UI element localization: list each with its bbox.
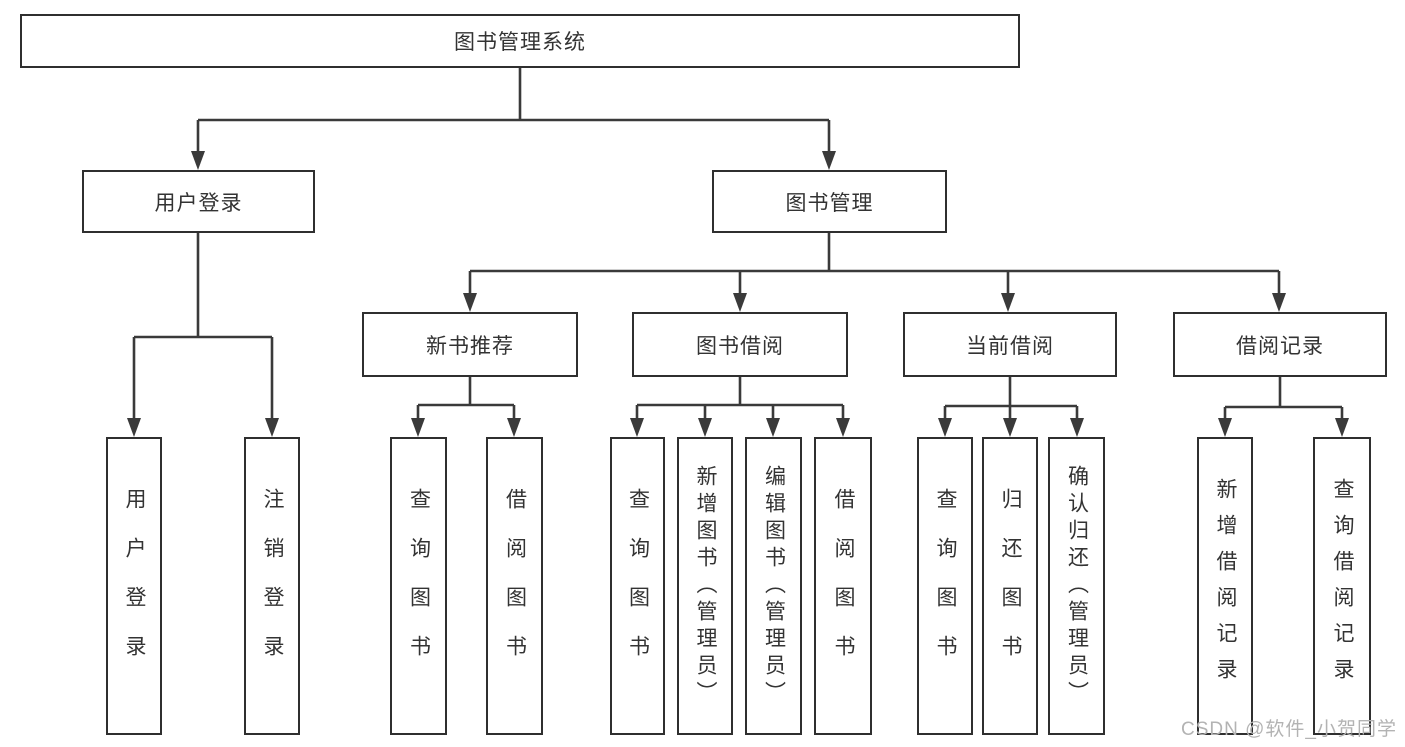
leaf-node-confirm-return-admin: 确认归还（管理员） xyxy=(1048,437,1105,735)
arrowhead xyxy=(463,293,477,312)
leaf-node-add-books-admin: 新增图书（管理员） xyxy=(677,437,733,735)
arrowhead xyxy=(1218,418,1232,437)
node-root: 图书管理系统 xyxy=(20,14,1020,68)
arrowhead xyxy=(630,418,644,437)
leaf-node-logout: 注销登录 xyxy=(244,437,300,735)
node-user-login: 用户登录 xyxy=(82,170,315,233)
arrowhead xyxy=(733,293,747,312)
leaf-node-query-books: 查询图书 xyxy=(610,437,665,735)
leaf-label: 归还图书 xyxy=(999,488,1022,684)
leaf-label: 新增图书（管理员） xyxy=(694,464,717,708)
leaf-node-return-books: 归还图书 xyxy=(982,437,1038,735)
connector-book-borrow-to-leaves xyxy=(635,377,845,419)
node-book-management-label: 图书管理 xyxy=(785,191,874,215)
arrowhead xyxy=(836,418,850,437)
arrowhead xyxy=(127,418,141,437)
node-user-login-label: 用户登录 xyxy=(154,191,243,215)
leaf-label: 注销登录 xyxy=(261,488,284,684)
node-current-borrow: 当前借阅 xyxy=(903,312,1117,377)
arrowhead xyxy=(191,151,205,170)
node-new-book-recommend-label: 新书推荐 xyxy=(426,334,514,358)
leaf-label: 编辑图书（管理员） xyxy=(762,464,786,708)
leaf-label: 确认归还（管理员） xyxy=(1065,464,1089,708)
leaf-node-borrow-books: 借阅图书 xyxy=(486,437,543,735)
leaf-label: 用户登录 xyxy=(123,488,146,684)
node-new-book-recommend: 新书推荐 xyxy=(362,312,578,377)
connector-book-management-to-sections xyxy=(468,233,1281,294)
node-book-management: 图书管理 xyxy=(712,170,947,233)
arrowhead xyxy=(698,418,712,437)
node-book-borrow-label: 图书借阅 xyxy=(696,334,784,358)
leaf-node-user-login: 用户登录 xyxy=(106,437,162,735)
leaf-node-query-books: 查询图书 xyxy=(390,437,447,735)
connector-borrow-records-to-leaves xyxy=(1223,377,1344,419)
arrowhead xyxy=(1003,418,1017,437)
leaf-node-borrow-books: 借阅图书 xyxy=(814,437,872,735)
arrowhead xyxy=(507,418,521,437)
leaf-label: 借阅图书 xyxy=(503,488,527,684)
node-borrow-records: 借阅记录 xyxy=(1173,312,1387,377)
node-book-borrow: 图书借阅 xyxy=(632,312,848,377)
leaf-node-add-borrow-record: 新增借阅记录 xyxy=(1197,437,1253,735)
leaf-label: 查询借阅记录 xyxy=(1331,478,1354,694)
node-root-label: 图书管理系统 xyxy=(454,31,586,54)
connector-root-to-level2 xyxy=(196,68,831,152)
watermark: CSDN @软件_小贺同学 xyxy=(1181,719,1397,740)
node-current-borrow-label: 当前借阅 xyxy=(966,334,1054,358)
arrowhead xyxy=(265,418,279,437)
arrowhead xyxy=(1272,293,1286,312)
arrowhead xyxy=(822,151,836,170)
connector-new-book-recommend-to-leaves xyxy=(416,377,516,419)
arrowhead xyxy=(938,418,952,437)
arrowhead xyxy=(411,418,425,437)
leaf-label: 查询图书 xyxy=(934,488,957,684)
leaf-node-query-borrow-record: 查询借阅记录 xyxy=(1313,437,1371,735)
leaf-label: 查询图书 xyxy=(626,488,650,684)
leaf-label: 新增借阅记录 xyxy=(1214,478,1237,694)
leaf-label: 查询图书 xyxy=(407,488,431,684)
leaf-node-edit-books-admin: 编辑图书（管理员） xyxy=(745,437,802,735)
arrowhead xyxy=(1070,418,1084,437)
leaf-label: 借阅图书 xyxy=(832,488,855,684)
leaf-node-query-books: 查询图书 xyxy=(917,437,973,735)
arrowhead xyxy=(1335,418,1349,437)
connector-user-login-to-leaves xyxy=(132,233,274,419)
connector-current-borrow-to-leaves xyxy=(943,377,1079,419)
node-borrow-records-label: 借阅记录 xyxy=(1236,334,1324,358)
arrowhead xyxy=(1001,293,1015,312)
arrowhead xyxy=(766,418,780,437)
